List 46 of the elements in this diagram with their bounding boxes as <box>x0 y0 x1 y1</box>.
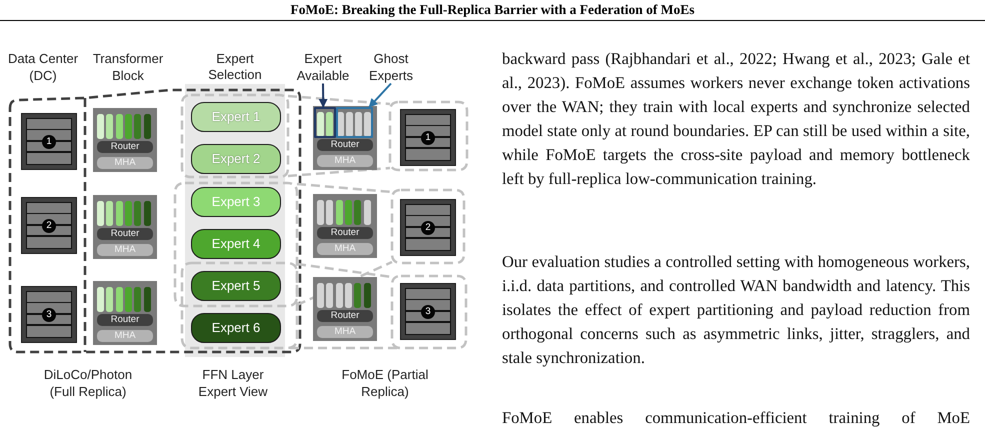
transformer-block <box>93 195 157 259</box>
expert-pill: Expert 3 <box>191 187 281 217</box>
body-paragraph: backward pass (Rajbhandari et al., 2022; Hwang et al., 2023; Gale et al., 2023). FoMoE assumes workers never exchange token activations over the WAN; they train with local experts and synchronize selected model state only at round boundaries. EP can still be used within a site, while FoMoE targets the cross-site payload and memory bottleneck left by full-replica low-communication training. <box>502 48 970 190</box>
server-rack <box>21 197 77 254</box>
leader-arrow <box>368 82 392 108</box>
expert-pill: Expert 5 <box>191 271 281 301</box>
mha-layer: MHA <box>97 156 153 169</box>
server-rack <box>400 283 456 340</box>
body-paragraph: Our evaluation studies a controlled setting with homogeneous workers, i.i.d. data partitions, and controlled WAN bandwidth and latency. This isolates the effect of expert partitioning and payload reduction from orthogonal concerns such as asymmetric links, jitter, stragglers, and stale synchronization. <box>502 250 970 368</box>
body-paragraph: FoMoE enables communication-efficient training of MoE <box>502 406 970 428</box>
column-heading: Expert Selection <box>207 51 263 83</box>
expert-pill: Expert 1 <box>191 102 281 132</box>
transformer-block <box>313 277 377 341</box>
transformer-block <box>313 194 377 258</box>
transformer-block <box>93 281 157 345</box>
panel-caption: FFN Layer Expert View <box>197 366 269 400</box>
panel-caption: DiLoCo/Photon (Full Replica) <box>42 366 134 400</box>
column-heading: Transformer Block <box>92 50 164 84</box>
expert-pill: Expert 6 <box>191 313 281 343</box>
expert-pill: Expert 4 <box>191 229 281 259</box>
callout-text: Expert Available <box>293 50 353 84</box>
server-rack <box>400 199 456 256</box>
figure-title: FoMoE: Breaking the Full-Replica Barrier with a Federation of MoEs <box>290 2 695 18</box>
server-rack <box>21 113 77 170</box>
mha-layer: MHA <box>97 244 153 256</box>
router-layer: Router <box>97 228 153 240</box>
panel-caption: FoMoE (Partial Replica) <box>340 366 430 400</box>
router-layer: Router <box>317 310 373 322</box>
mha-layer: MHA <box>317 326 373 338</box>
router-layer: Router <box>97 140 153 153</box>
transformer-block <box>93 108 157 172</box>
router-layer: Router <box>317 226 373 239</box>
router-layer: Router <box>317 138 373 151</box>
expert-pill: Expert 2 <box>191 144 281 174</box>
ghost-experts-frame <box>336 107 373 138</box>
callout-text: Ghost Experts <box>365 50 417 84</box>
column-heading: Data Center (DC) <box>6 50 80 84</box>
leader-arrow <box>318 83 328 108</box>
mha-layer: MHA <box>317 242 373 255</box>
server-rack <box>400 109 456 166</box>
mha-layer: MHA <box>97 330 153 342</box>
transformer-block <box>313 106 377 170</box>
available-experts-frame <box>314 107 336 138</box>
router-layer: Router <box>97 314 153 326</box>
mha-layer: MHA <box>317 154 373 167</box>
server-rack <box>21 286 77 343</box>
